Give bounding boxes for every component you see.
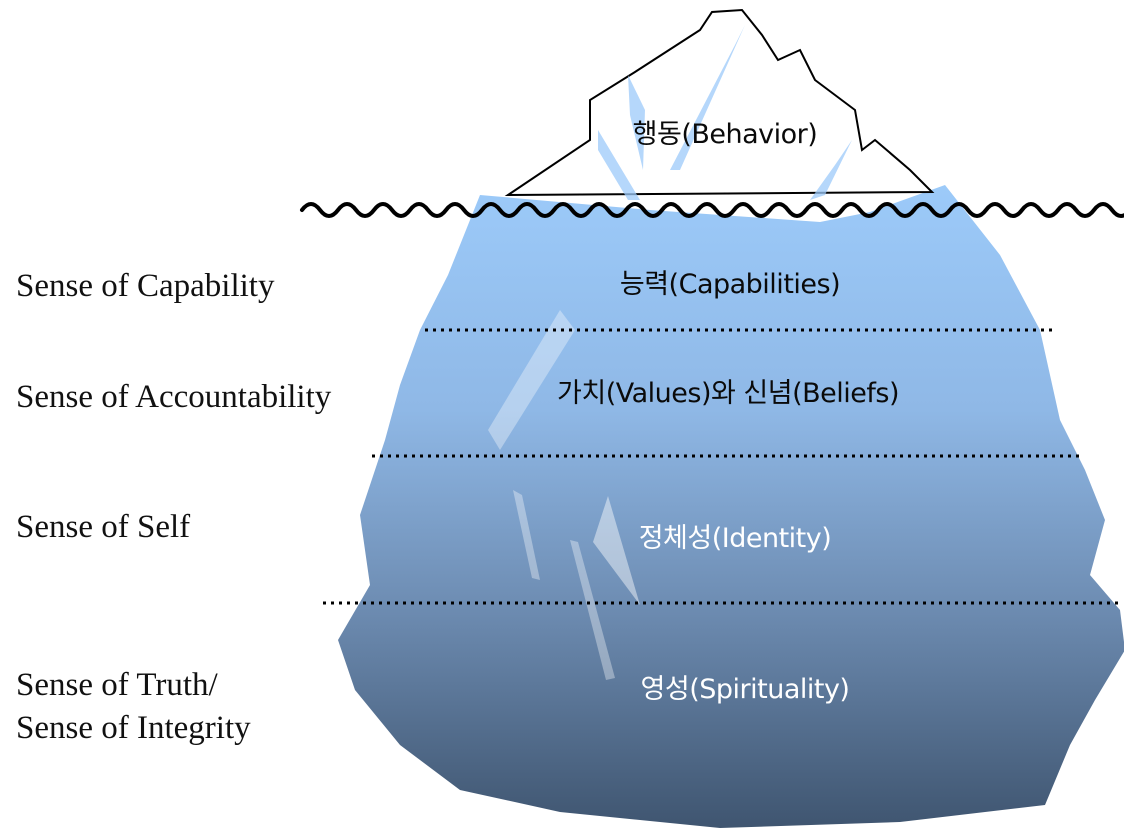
layer-label-identity: 정체성(Identity) [638, 523, 832, 554]
ice-facet-1 [488, 310, 575, 450]
ice-facet-4 [570, 540, 615, 680]
sense-label-truth: Sense of Truth/ [16, 667, 218, 703]
sense-label-accountability: Sense of Accountability [16, 379, 332, 415]
layer-label-spirituality: 영성(Spirituality) [640, 674, 850, 705]
sense-label-integrity: Sense of Integrity [16, 710, 251, 746]
sense-label-capability: Sense of Capability [16, 268, 275, 304]
layer-label-behavior: 행동(Behavior) [632, 119, 818, 150]
sense-label-self: Sense of Self [16, 509, 191, 545]
water-line [300, 202, 1124, 218]
tip-facet-1 [628, 75, 645, 170]
iceberg-underwater-body [338, 185, 1124, 828]
layer-label-values-beliefs: 가치(Values)와 신념(Beliefs) [557, 378, 899, 409]
ice-facet-3 [593, 496, 640, 605]
iceberg-tip [504, 8, 935, 197]
tip-facet-3 [598, 130, 640, 200]
ice-facet-2 [513, 490, 540, 580]
layer-label-capabilities: 능력(Capabilities) [619, 269, 841, 300]
